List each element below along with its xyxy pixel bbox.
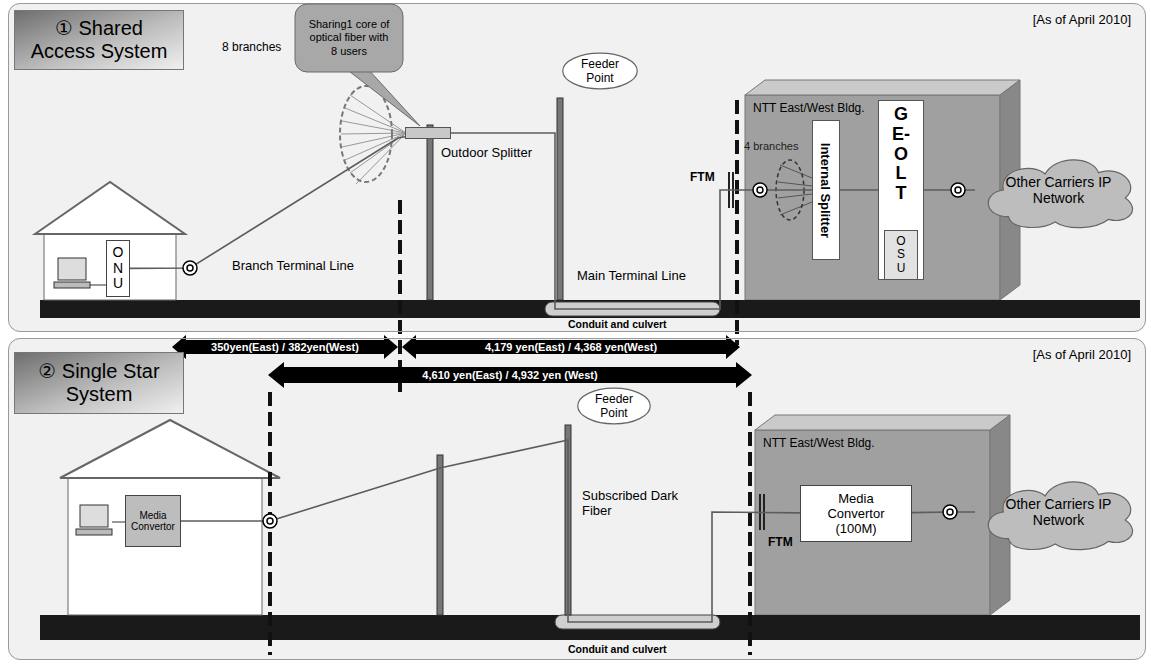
- house-body: [68, 476, 262, 615]
- fiber-socket: [183, 261, 197, 275]
- panel-title: ① Shared Access System: [14, 10, 184, 70]
- fiber-socket: [943, 505, 957, 519]
- conduit-label: Conduit and culvert: [568, 318, 667, 330]
- house-roof: [35, 182, 185, 234]
- cloud-outline: [988, 160, 1132, 228]
- node-text: ② Single Star System: [23, 360, 175, 406]
- boundary-dash: [748, 392, 752, 655]
- cloud-outline: [988, 482, 1132, 550]
- internal-splitter: Internal Splitter: [812, 120, 840, 260]
- branch-ellipse: [340, 86, 392, 182]
- price-label: 4,179 yen(East) / 4,368 yen(West): [485, 341, 657, 353]
- ge-olt: GE-OLT OSU: [878, 100, 924, 280]
- node-text: [As of April 2010]: [1033, 347, 1131, 362]
- boundary-dash: [268, 392, 272, 655]
- building-top: [745, 80, 1020, 95]
- boundary-dash: [735, 100, 739, 345]
- fiber-socket: [947, 509, 953, 515]
- edge-label: Main Terminal Line: [575, 268, 688, 283]
- node-text: ONU: [111, 245, 125, 291]
- oval-outline: [563, 53, 637, 89]
- fiber-socket: [757, 187, 763, 193]
- outdoor-splitter: Outdoor Splitter: [405, 127, 451, 139]
- utility-pole: [427, 125, 433, 300]
- edge-label: Subscribed Dark Fiber: [580, 488, 704, 518]
- price-arrow: [268, 362, 752, 388]
- fiber-line: [924, 189, 975, 191]
- fiber-socket: [753, 183, 767, 197]
- ftm-label: FTM: [690, 170, 715, 184]
- ftm-label: FTM: [768, 535, 793, 549]
- node-text: NTT East/West Bldg.: [763, 436, 875, 450]
- feeder-point-oval: Feeder Point: [577, 387, 651, 425]
- callout-tail: [345, 68, 420, 126]
- fiber-socket: [267, 518, 273, 524]
- node-text: Media Convertor (100M): [809, 491, 903, 536]
- computer-cable: [90, 285, 106, 286]
- fiber-socket: [955, 187, 961, 193]
- building-front: [755, 430, 990, 615]
- boundary-dash: [398, 200, 402, 392]
- house-body: [44, 232, 176, 300]
- price-label: 350yen(East) / 382yen(West): [211, 341, 359, 353]
- node-text: [As of April 2010]: [1033, 12, 1131, 27]
- node-text: Outdoor Splitter: [441, 145, 532, 160]
- callout-body: [295, 4, 403, 72]
- node-text: Internal Splitter: [819, 142, 834, 237]
- node-text: Other Carriers IP Network: [999, 496, 1118, 528]
- building-front: [745, 95, 1000, 300]
- node-text: Sharing1 core of optical fiber with 8 us…: [305, 18, 393, 58]
- utility-pole: [557, 98, 563, 300]
- node-text: GE-OLT: [892, 105, 910, 204]
- ip-network-cloud: Other Carriers IP Network: [975, 150, 1142, 230]
- panel-ground: [8, 338, 1146, 660]
- edge-label: Branch Terminal Line: [230, 258, 356, 273]
- house-roof: [60, 420, 280, 478]
- node-text: NTT East/West Bldg.: [753, 101, 865, 115]
- fiber-socket: [951, 183, 965, 197]
- computer-base: [54, 282, 90, 288]
- osu-card: OSU: [884, 230, 918, 280]
- node-text: ① Shared Access System: [23, 17, 175, 63]
- panel-title: ② Single Star System: [14, 352, 184, 414]
- branch-count: 8 branches: [222, 40, 281, 54]
- computer-base: [76, 529, 112, 535]
- computer-cable: [112, 522, 125, 523]
- system-panel: [As of April 2010] ② Single Star SystemFe…: [8, 338, 1146, 660]
- ip-network-cloud: Other Carriers IP Network: [975, 472, 1142, 552]
- panel-ground: [8, 3, 1146, 332]
- feeder-point-oval: Feeder Point: [562, 52, 638, 90]
- branch-count: 4 branches: [744, 140, 798, 152]
- node-text: OSU: [895, 235, 907, 275]
- onu-box: ONU: [106, 240, 130, 297]
- computer-monitor: [58, 258, 86, 280]
- ntt-building: NTT East/West Bldg. Media Convertor (100M…: [755, 430, 990, 615]
- node-text: Media Convertor: [128, 510, 178, 532]
- fiber-socket: [187, 265, 193, 271]
- building-top: [755, 415, 1010, 430]
- callout-bubble: Sharing1 core of optical fiber with 8 us…: [295, 4, 403, 72]
- ntt-building: NTT East/West Bldg. Internal Splitter GE-O…: [745, 95, 1000, 300]
- utility-pole: [437, 455, 443, 615]
- price-label: 4,610 yen(East) / 4,932 yen (West): [422, 369, 597, 381]
- oval-outline: [578, 388, 651, 424]
- fiber-line: [130, 137, 405, 269]
- media-convertor: Media Convertor: [125, 495, 181, 547]
- fiber-line: [840, 189, 878, 191]
- ground-bar: [40, 615, 1140, 640]
- media-convertor: Media Convertor (100M): [800, 485, 912, 542]
- conduit-label: Conduit and culvert: [568, 643, 667, 655]
- computer-monitor: [80, 505, 108, 527]
- fiber-socket: [263, 514, 277, 528]
- node-text: Other Carriers IP Network: [999, 174, 1118, 206]
- fiber-line: [181, 440, 800, 622]
- node-text: Feeder Point: [570, 57, 630, 85]
- node-text: Feeder Point: [585, 392, 643, 420]
